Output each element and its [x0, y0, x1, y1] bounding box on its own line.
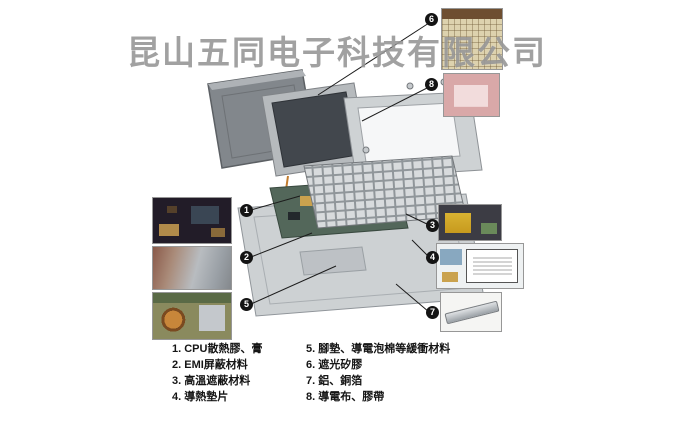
callout-6: 6 — [425, 13, 438, 26]
watermark-text: 昆山五同电子科技有限公司 — [127, 34, 547, 71]
legend-item-3: 3. 高溫遮蔽材料 — [172, 375, 251, 387]
legend-item-1: 1. CPU散熱膠、膏 — [172, 343, 263, 355]
legend-item-7: 7. 鋁、銅箔 — [306, 375, 363, 387]
photo-3 — [438, 204, 502, 241]
legend-col-left: 1. CPU散熱膠、膏 2. EMI屏蔽材料 3. 高溫遮蔽材料 4. 導熱墊片 — [172, 341, 306, 405]
callout-4: 4 — [426, 251, 439, 264]
spec-label-box — [466, 249, 519, 283]
photo-1 — [152, 197, 232, 244]
legend-item-5: 5. 腳墊、導電泡棉等緩衝材料 — [306, 343, 451, 355]
lcd-panel — [261, 82, 369, 197]
photo-6 — [441, 8, 503, 70]
photo-2 — [152, 246, 232, 290]
legend-item-2: 2. EMI屏蔽材料 — [172, 359, 248, 371]
legend-item-6: 6. 遮光矽膠 — [306, 359, 363, 371]
metal-bracket-shape — [444, 301, 499, 325]
legend-item-4: 4. 導熱墊片 — [172, 391, 229, 403]
callout-5: 5 — [240, 298, 253, 311]
callout-8: 8 — [425, 78, 438, 91]
photo-4 — [436, 243, 524, 289]
legend-col-right: 5. 腳墊、導電泡棉等緩衝材料 6. 遮光矽膠 7. 鋁、銅箔 8. 導電布、膠… — [306, 341, 450, 405]
photo-8 — [443, 73, 500, 117]
photo-7 — [440, 292, 502, 332]
callout-7: 7 — [426, 306, 439, 319]
legend-item-8: 8. 導電布、膠帶 — [306, 391, 385, 403]
callout-2: 2 — [240, 251, 253, 264]
callout-1: 1 — [240, 204, 253, 217]
legend: 1. CPU散熱膠、膏 2. EMI屏蔽材料 3. 高溫遮蔽材料 4. 導熱墊片… — [172, 341, 450, 405]
photo-5 — [152, 292, 232, 340]
callout-3: 3 — [426, 219, 439, 232]
